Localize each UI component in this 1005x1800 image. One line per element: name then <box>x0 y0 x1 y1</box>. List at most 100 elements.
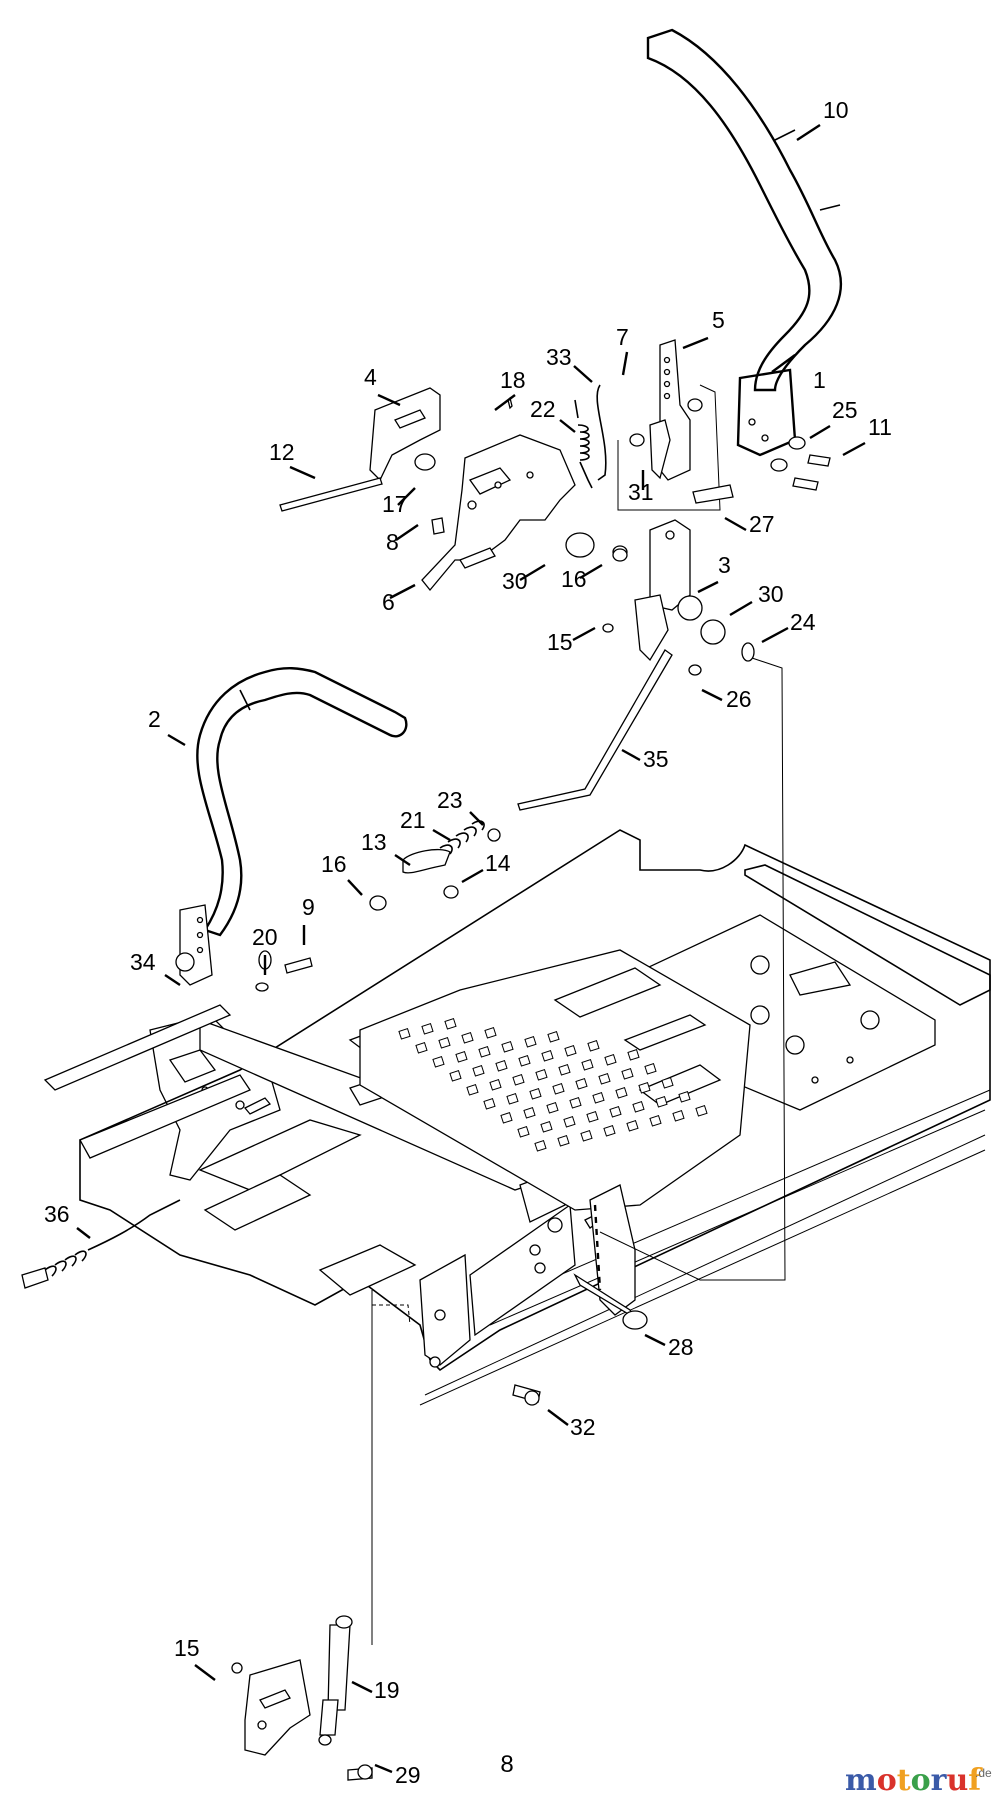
part-label-13: 13 <box>361 829 387 855</box>
part-label-21: 21 <box>400 807 426 833</box>
brand-letter: t <box>897 1763 911 1798</box>
part-label-9: 9 <box>302 894 315 920</box>
floor-hole <box>592 1092 605 1104</box>
leader-line-16 <box>347 879 363 896</box>
part-label-31: 31 <box>628 479 654 505</box>
floor-plate <box>359 949 751 1211</box>
part-label-30: 30 <box>502 568 528 594</box>
floor-hole <box>552 1083 565 1095</box>
floor-hole <box>598 1073 611 1085</box>
brand-letter: o <box>911 1763 931 1798</box>
floor-hole <box>587 1040 600 1052</box>
right-control-handle <box>646 28 843 457</box>
leader-line-25 <box>809 424 831 440</box>
floor-hole <box>661 1077 674 1089</box>
brand-letter: m <box>845 1763 877 1798</box>
leader-line-15 <box>572 626 596 642</box>
floor-hole <box>558 1064 571 1076</box>
floor-hole <box>586 1111 599 1123</box>
floor-hole <box>563 1116 576 1128</box>
part-label-29: 29 <box>395 1762 421 1788</box>
part-label-16: 16 <box>561 566 587 592</box>
floor-hole <box>529 1088 542 1100</box>
leader-line-2 <box>167 733 186 747</box>
floor-hole <box>524 1036 537 1048</box>
floor-hole <box>523 1107 536 1119</box>
leader-line-32 <box>547 1409 569 1426</box>
leader-line-12 <box>289 465 316 480</box>
part-label-25: 25 <box>832 397 858 423</box>
part-label-15: 15 <box>547 629 573 655</box>
part-label-2: 2 <box>148 706 161 732</box>
part-label-18: 18 <box>500 367 526 393</box>
leader-line-17 <box>397 487 416 506</box>
lever-plate <box>279 387 628 562</box>
floor-hole <box>500 1112 513 1124</box>
floor-hole <box>546 1102 559 1114</box>
part-label-34: 34 <box>130 949 156 975</box>
floor-hole <box>638 1082 651 1094</box>
floor-hole <box>438 1037 451 1049</box>
leader-lines <box>76 123 866 1774</box>
leader-line-23 <box>469 811 484 826</box>
floor-hole <box>432 1056 445 1068</box>
part-label-15: 15 <box>174 1635 200 1661</box>
brand-letter: u <box>946 1763 968 1798</box>
floor-hole <box>626 1120 639 1132</box>
indicator-lines <box>371 657 786 1645</box>
floor-hole <box>489 1079 502 1091</box>
floor-hole <box>644 1063 657 1075</box>
part-label-36: 36 <box>44 1201 70 1227</box>
leader-line-11 <box>842 441 866 457</box>
floor-hole <box>581 1059 594 1071</box>
floor-hole <box>580 1130 593 1142</box>
leader-line-6 <box>389 583 416 600</box>
handle-bolts <box>770 436 831 491</box>
floor-hole <box>615 1087 628 1099</box>
part-label-32: 32 <box>570 1414 596 1440</box>
leader-line-26 <box>701 688 723 702</box>
leader-line-15 <box>194 1664 216 1681</box>
leader-line-18 <box>494 394 516 411</box>
leader-line-14 <box>461 868 484 884</box>
lower-link-arm <box>602 484 755 676</box>
part-label-11: 11 <box>868 414 892 440</box>
leader-line-30 <box>519 563 546 582</box>
part-label-28: 28 <box>668 1334 694 1360</box>
spring-22 <box>574 399 593 489</box>
leader-line-22 <box>559 419 576 433</box>
floor-hole <box>421 1023 434 1035</box>
part-label-30: 30 <box>758 581 784 607</box>
floor-hole <box>534 1140 547 1152</box>
floor-hole <box>466 1084 479 1096</box>
leader-line-34 <box>164 974 181 986</box>
part-label-14: 14 <box>485 850 511 876</box>
damper-19 <box>318 1615 353 1746</box>
floor-hole <box>621 1068 634 1080</box>
leader-line-8 <box>395 524 419 541</box>
part-label-1: 1 <box>813 367 826 393</box>
cable-36 <box>21 1199 181 1289</box>
floor-hole <box>506 1093 519 1105</box>
floor-hole <box>535 1069 548 1081</box>
floor-hole <box>461 1032 474 1044</box>
brand-letter: r <box>931 1763 948 1798</box>
foot-pedal <box>573 1184 648 1330</box>
floor-hole <box>609 1106 622 1118</box>
floor-hole <box>569 1097 582 1109</box>
left-control-handle <box>196 667 408 937</box>
part-label-35: 35 <box>643 746 669 772</box>
leader-line-27 <box>724 516 747 532</box>
part-labels: 1234567891011121314151516161718192021222… <box>44 97 892 1788</box>
floor-hole <box>541 1050 554 1062</box>
floor-hole <box>472 1065 485 1077</box>
part-label-10: 10 <box>823 97 849 123</box>
floor-hole <box>678 1091 691 1103</box>
leader-line-21 <box>432 828 451 842</box>
leader-line-28 <box>644 1333 666 1347</box>
leader-line-19 <box>351 1680 373 1694</box>
brand-letter: f <box>968 1763 983 1798</box>
floor-hole <box>603 1125 616 1137</box>
floor-hole <box>512 1074 525 1086</box>
